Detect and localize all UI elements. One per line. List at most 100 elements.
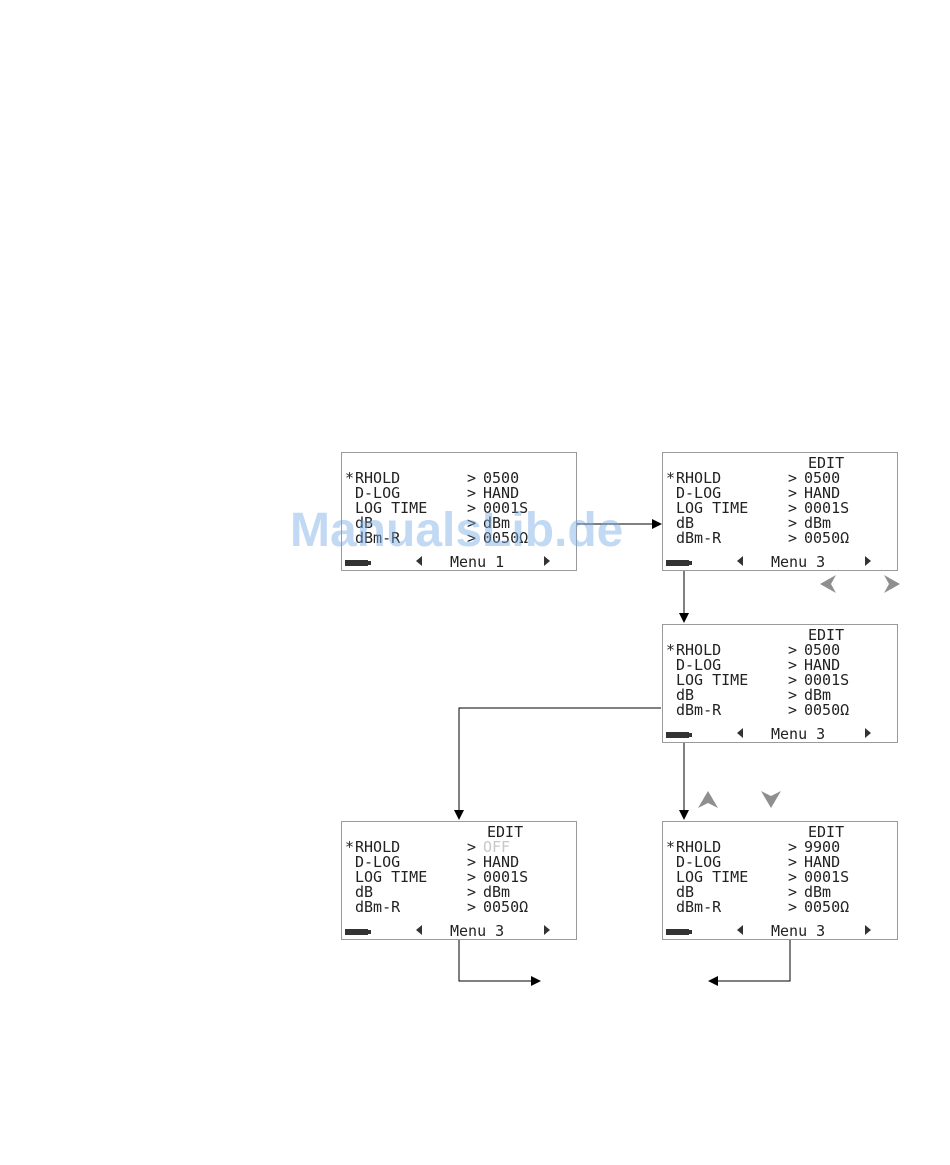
row-label: dBm-R bbox=[355, 898, 401, 916]
row-separator: > bbox=[788, 529, 798, 547]
arrow-p5-exit bbox=[708, 940, 791, 986]
row-value: 9900 bbox=[804, 838, 841, 856]
row-value: 0500 bbox=[804, 469, 841, 487]
row-label: RHOLD bbox=[676, 641, 722, 659]
row-label: dBm-R bbox=[676, 529, 722, 547]
row-label: dB bbox=[355, 883, 374, 901]
row-label: LOG TIME bbox=[355, 499, 428, 517]
menu-left-triangle-icon bbox=[416, 925, 422, 935]
left-arrow-key-icon bbox=[820, 575, 836, 593]
cursor-star: * bbox=[345, 469, 355, 487]
menu-row-db: dB > dBm bbox=[666, 688, 831, 703]
menu-right-triangle-icon bbox=[544, 556, 550, 566]
battery-icon bbox=[345, 929, 371, 935]
row-label: dB bbox=[676, 514, 695, 532]
menu-row-d-log: D-LOG>HAND bbox=[345, 486, 519, 501]
row-value: dBm bbox=[483, 883, 511, 901]
cursor-star: * bbox=[666, 469, 676, 487]
menu-row-db: dB > dBm bbox=[666, 885, 831, 900]
row-separator: > bbox=[788, 686, 798, 704]
row-separator: > bbox=[788, 883, 798, 901]
row-separator: > bbox=[788, 671, 798, 689]
row-separator: > bbox=[467, 868, 477, 886]
row-value: 0500 bbox=[483, 469, 520, 487]
row-label: dBm-R bbox=[676, 701, 722, 719]
row-value: 0001S bbox=[804, 868, 850, 886]
row-separator: > bbox=[788, 656, 798, 674]
display-panel-rhold-edited: EDIT *RHOLD>9900 D-LOG>HAND LOG TIME>000… bbox=[662, 821, 898, 940]
menu-right-triangle-icon bbox=[544, 925, 550, 935]
menu-right-triangle-icon bbox=[865, 728, 871, 738]
row-value: HAND bbox=[804, 484, 841, 502]
row-label: LOG TIME bbox=[676, 671, 749, 689]
menu-row-rhold: *RHOLD>0500 bbox=[345, 471, 519, 486]
menu-row-d-log: D-LOG>HAND bbox=[666, 658, 840, 673]
row-value: OFF bbox=[483, 838, 511, 856]
row-value: HAND bbox=[483, 853, 520, 871]
row-value: HAND bbox=[483, 484, 520, 502]
menu-label: Menu 3 bbox=[771, 553, 826, 571]
row-separator: > bbox=[467, 853, 477, 871]
row-label: dB bbox=[676, 883, 695, 901]
row-separator: > bbox=[467, 514, 477, 532]
row-value: dBm bbox=[804, 686, 832, 704]
up-arrow-key-icon bbox=[698, 791, 718, 808]
row-value: HAND bbox=[804, 656, 841, 674]
battery-icon bbox=[666, 732, 692, 738]
row-separator: > bbox=[788, 898, 798, 916]
edit-title: EDIT bbox=[808, 454, 845, 472]
menu-row-log-time: LOG TIME>0001S bbox=[666, 501, 849, 516]
edit-title: EDIT bbox=[808, 823, 845, 841]
row-value: 0500 bbox=[804, 641, 841, 659]
row-separator: > bbox=[788, 853, 798, 871]
menu-row-db: dB>dBm bbox=[345, 885, 510, 900]
row-separator: > bbox=[467, 484, 477, 502]
menu-label: Menu 3 bbox=[771, 725, 826, 743]
cursor-star: * bbox=[345, 838, 355, 856]
edit-title: EDIT bbox=[808, 626, 845, 644]
row-separator: > bbox=[467, 898, 477, 916]
menu-row-d-log: D-LOG>HAND bbox=[666, 855, 840, 870]
row-label: dB bbox=[676, 686, 695, 704]
right-arrow-key-icon bbox=[884, 575, 900, 593]
row-value: 0001S bbox=[483, 499, 529, 517]
menu-row-d-log: D-LOG>HAND bbox=[345, 855, 519, 870]
row-value: 0001S bbox=[804, 499, 850, 517]
row-value: 0050Ω bbox=[804, 898, 850, 916]
menu-row-dbm-r: dBm-R>0050Ω bbox=[345, 900, 528, 915]
menu-row-d-log: D-LOG > HAND bbox=[666, 486, 840, 501]
row-separator: > bbox=[788, 838, 798, 856]
row-label: RHOLD bbox=[355, 838, 401, 856]
row-value: dBm bbox=[804, 514, 832, 532]
row-label: D-LOG bbox=[676, 853, 722, 871]
menu-row-dbm-r: dBm-R>0050Ω bbox=[666, 531, 849, 546]
display-panel-edit-step-2: EDIT *RHOLD>0500 D-LOG>HAND LOG TIME>000… bbox=[662, 624, 898, 743]
row-separator: > bbox=[788, 484, 798, 502]
menu-label: Menu 3 bbox=[771, 922, 826, 940]
row-label: LOG TIME bbox=[355, 868, 428, 886]
row-label: RHOLD bbox=[355, 469, 401, 487]
row-value: dBm bbox=[483, 514, 511, 532]
status-bar: Menu 3 bbox=[663, 923, 897, 939]
battery-icon bbox=[345, 560, 371, 566]
display-panel-menu-1: *RHOLD>0500 D-LOG>HAND LOG TIME>0001S dB… bbox=[341, 452, 577, 571]
menu-right-triangle-icon bbox=[865, 556, 871, 566]
watermark: ManualsLib.de bbox=[290, 504, 624, 557]
row-label: D-LOG bbox=[676, 484, 722, 502]
menu-row-log-time: LOG TIME>0001S bbox=[666, 673, 849, 688]
row-label: RHOLD bbox=[676, 838, 722, 856]
row-value: 0001S bbox=[483, 868, 529, 886]
row-value: dBm bbox=[804, 883, 832, 901]
row-label: LOG TIME bbox=[676, 499, 749, 517]
cursor-star: * bbox=[666, 641, 676, 659]
row-separator: > bbox=[788, 701, 798, 719]
display-panel-rhold-off: EDIT *RHOLD>OFF D-LOG>HAND LOG TIME>0001… bbox=[341, 821, 577, 940]
menu-row-rhold: *RHOLD>OFF bbox=[345, 840, 510, 855]
menu-row-db: dB>dBm bbox=[345, 516, 510, 531]
menu-left-triangle-icon bbox=[737, 728, 743, 738]
row-label: dBm-R bbox=[355, 529, 401, 547]
status-bar: Menu 3 bbox=[663, 726, 897, 742]
down-arrow-key-icon bbox=[761, 791, 781, 808]
display-panel-edit-step-1: EDIT *RHOLD>0500 D-LOG>HAND LOG TIME>000… bbox=[662, 452, 898, 571]
menu-row-rhold: *RHOLD>0500 bbox=[666, 643, 840, 658]
